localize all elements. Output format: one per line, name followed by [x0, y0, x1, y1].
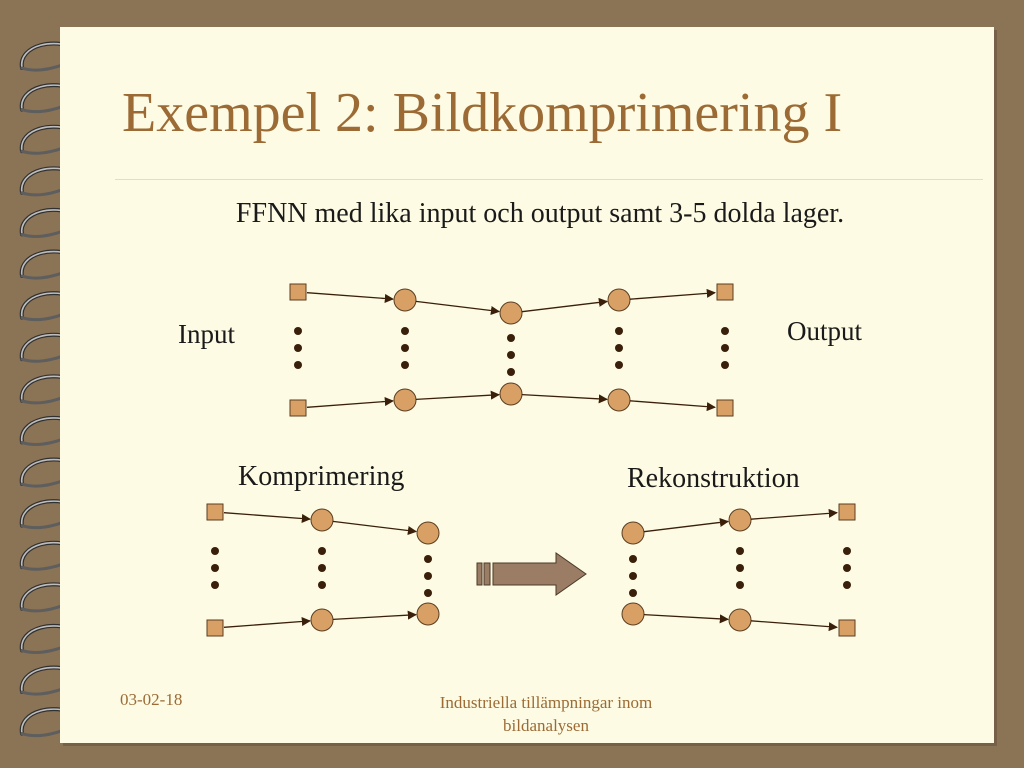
connection-arrow — [750, 620, 838, 632]
ellipsis-dot — [629, 589, 637, 597]
ellipsis-dot — [843, 564, 851, 572]
ellipsis-dot — [401, 327, 409, 335]
ellipsis-dot — [615, 327, 623, 335]
connection-arrow — [415, 300, 500, 316]
ellipsis-dot — [318, 581, 326, 589]
io-node — [716, 283, 734, 301]
hidden-node — [393, 388, 417, 412]
hidden-node — [416, 602, 440, 626]
ellipsis-dot — [843, 581, 851, 589]
label-output: Output — [787, 316, 863, 346]
connection-arrow — [415, 390, 500, 401]
connection-arrow — [629, 288, 716, 300]
ellipsis-dot — [401, 361, 409, 369]
connection-arrow — [223, 512, 311, 524]
connection-arrow — [521, 297, 608, 313]
title-divider — [115, 179, 983, 180]
ellipsis-dot — [507, 351, 515, 359]
connection-arrow — [643, 613, 729, 624]
ellipsis-dot — [401, 344, 409, 352]
ellipsis-dot — [294, 361, 302, 369]
ellipsis-dot — [318, 547, 326, 555]
label-compression: Komprimering — [238, 461, 404, 492]
hidden-node — [393, 288, 417, 312]
ellipsis-dot — [211, 581, 219, 589]
hidden-node — [728, 508, 752, 532]
connection-arrow — [332, 610, 417, 621]
io-node — [206, 503, 224, 521]
ellipsis-dot — [721, 327, 729, 335]
ellipsis-dot — [721, 344, 729, 352]
hidden-node — [416, 521, 440, 545]
connection-arrow — [750, 508, 838, 520]
io-node — [838, 619, 856, 637]
connection-arrow — [332, 520, 417, 536]
connection-arrow — [306, 292, 394, 304]
hidden-node — [728, 608, 752, 632]
hidden-node — [621, 602, 645, 626]
connection-arrow — [306, 396, 394, 408]
ellipsis-dot — [318, 564, 326, 572]
footer-line-2: bildanalysen — [503, 716, 589, 735]
slide-title: Exempel 2: Bildkomprimering I — [122, 82, 843, 144]
label-input: Input — [178, 319, 235, 349]
transition-arrow-icon — [476, 552, 587, 596]
io-node — [716, 399, 734, 417]
ellipsis-dot — [629, 572, 637, 580]
hidden-node — [621, 521, 645, 545]
label-reconstruction: Rekonstruktion — [627, 463, 800, 494]
hidden-node — [499, 301, 523, 325]
ellipsis-dot — [424, 555, 432, 563]
ellipsis-dot — [843, 547, 851, 555]
ellipsis-dot — [629, 555, 637, 563]
footer-line-1: Industriella tillämpningar inom — [439, 693, 653, 712]
ellipsis-dot — [736, 581, 744, 589]
connection-arrow — [629, 400, 716, 412]
hidden-node — [310, 608, 334, 632]
ellipsis-dot — [507, 334, 515, 342]
hidden-node — [310, 508, 334, 532]
ellipsis-dot — [736, 564, 744, 572]
ellipsis-dot — [736, 547, 744, 555]
ellipsis-dot — [507, 368, 515, 376]
ellipsis-dot — [615, 344, 623, 352]
ellipsis-dot — [211, 547, 219, 555]
io-node — [838, 503, 856, 521]
ellipsis-dot — [424, 589, 432, 597]
io-node — [289, 399, 307, 417]
ellipsis-dot — [211, 564, 219, 572]
footer-text: Industriella tillämpningar inom bildanal… — [385, 691, 707, 737]
slide-subtitle: FFNN med lika input och output samt 3-5 … — [235, 198, 845, 229]
connection-arrow — [521, 393, 608, 404]
ellipsis-dot — [424, 572, 432, 580]
io-node — [206, 619, 224, 637]
connection-arrow — [223, 616, 311, 628]
connection-arrow — [643, 517, 729, 533]
hidden-node — [607, 388, 631, 412]
ellipsis-dot — [721, 361, 729, 369]
hidden-node — [499, 382, 523, 406]
hidden-node — [607, 288, 631, 312]
ellipsis-dot — [615, 361, 623, 369]
footer-date: 03-02-18 — [120, 690, 183, 709]
io-node — [289, 283, 307, 301]
ellipsis-dot — [294, 344, 302, 352]
ellipsis-dot — [294, 327, 302, 335]
